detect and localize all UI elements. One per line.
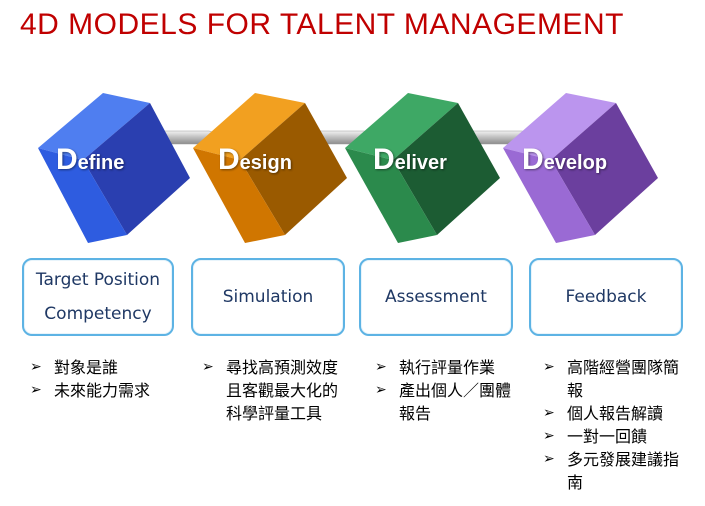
cube-design [193, 93, 347, 243]
arrow-bullet-icon: ➢ [30, 359, 42, 375]
develop-list: ➢高階經營團隊簡報 ➢個人報告解讀 ➢一對一回饋 ➢多元發展建議指南 [539, 356, 699, 494]
list-item: ➢執行評量作業 [375, 358, 496, 377]
define-box: Target Position Competency [22, 258, 174, 336]
deliver-box: Assessment [359, 258, 513, 336]
arrow-bullet-icon: ➢ [543, 451, 555, 467]
stage-label-define: Define [56, 143, 125, 176]
arrow-bullet-icon: ➢ [543, 428, 555, 444]
list-item: ➢尋找高預測效度且客觀最大化的科學評量工具 [202, 358, 339, 423]
list-item: ➢對象是誰 [30, 358, 119, 377]
list-item: ➢個人報告解讀 [543, 404, 664, 423]
cube-develop [503, 93, 658, 243]
page-title: 4D MODELS FOR TALENT MANAGEMENT [20, 8, 624, 41]
list-item: ➢一對一回饋 [543, 427, 648, 446]
arrow-bullet-icon: ➢ [375, 382, 387, 398]
arrow-bullet-icon: ➢ [543, 359, 555, 375]
stage-label-develop: Develop [522, 143, 608, 176]
box-line: Target Position [35, 270, 161, 290]
design-list: ➢尋找高預測效度且客觀最大化的科學評量工具 [198, 356, 358, 425]
box-line: Simulation [222, 287, 314, 307]
list-item: ➢高階經營團隊簡報 [543, 358, 680, 400]
list-item: ➢多元發展建議指南 [543, 450, 680, 492]
box-line: Competency [44, 304, 152, 324]
arrow-bullet-icon: ➢ [543, 405, 555, 421]
list-item: ➢未來能力需求 [30, 381, 151, 400]
box-line: Feedback [565, 287, 647, 307]
box-line: Assessment [385, 287, 487, 307]
stage-label-design: Design [218, 143, 292, 176]
stage-label-deliver: Deliver [373, 143, 447, 176]
arrow-bullet-icon: ➢ [375, 359, 387, 375]
cube-deliver [345, 93, 500, 243]
cube-chain-graphic [38, 93, 658, 243]
define-list: ➢對象是誰 ➢未來能力需求 [26, 356, 186, 402]
list-item: ➢產出個人／團體報告 [375, 381, 512, 423]
develop-box: Feedback [529, 258, 683, 336]
cube-define [38, 93, 190, 243]
arrow-bullet-icon: ➢ [202, 359, 214, 375]
arrow-bullet-icon: ➢ [30, 382, 42, 398]
deliver-list: ➢執行評量作業 ➢產出個人／團體報告 [371, 356, 521, 425]
design-box: Simulation [191, 258, 345, 336]
